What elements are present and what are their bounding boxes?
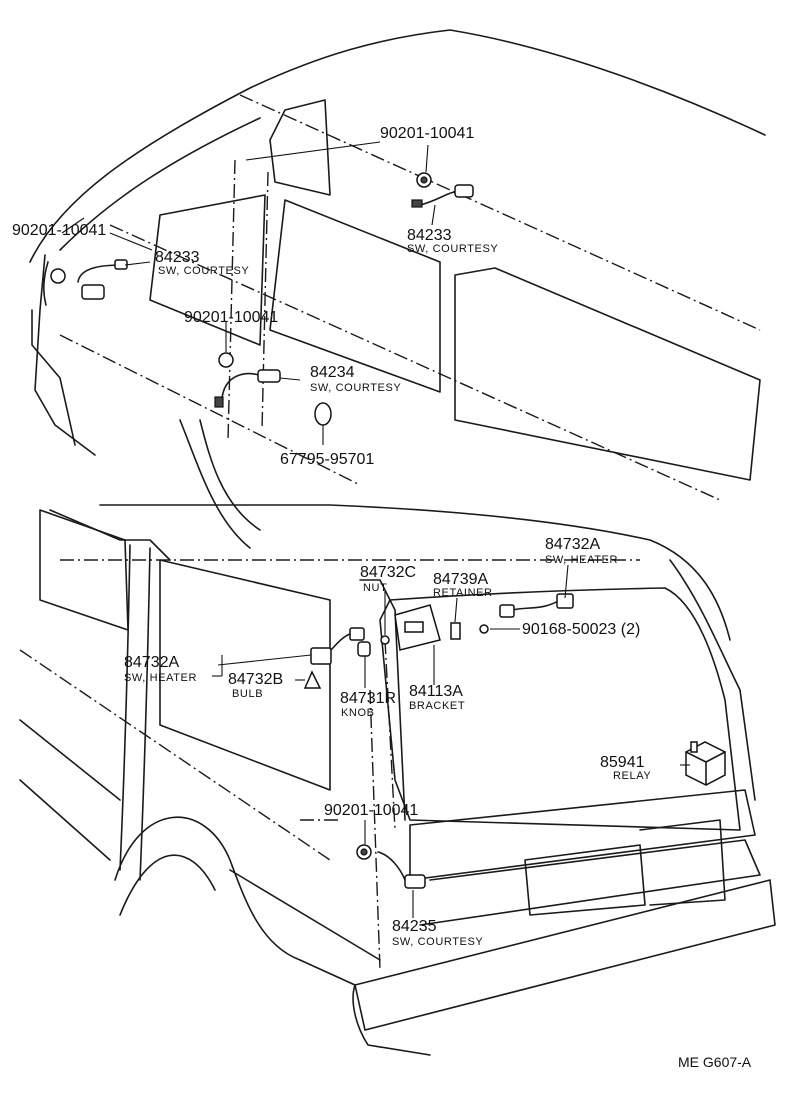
part-number: 90201-10041 bbox=[324, 802, 418, 819]
part-number: 67795-95701 bbox=[280, 451, 374, 468]
part-number: 84113A bbox=[409, 683, 463, 700]
part-name: SW, COURTESY bbox=[158, 265, 249, 277]
part-name: BRACKET bbox=[409, 700, 465, 712]
van-body-outline bbox=[19, 29, 776, 1056]
part-name: BULB bbox=[232, 688, 263, 700]
part-number: 90201-10041 bbox=[380, 125, 474, 142]
callout-90201-upper-right: 90201-10041 bbox=[380, 125, 474, 142]
callout-84732C: 84732C NUT bbox=[360, 564, 416, 594]
callout-84234: 84234 SW, COURTESY bbox=[310, 364, 401, 394]
callout-84731R: 84731R KNOB bbox=[340, 690, 396, 719]
callout-85941: 85941 RELAY bbox=[600, 754, 651, 782]
callout-90201-lower: 90201-10041 bbox=[324, 802, 418, 819]
part-number: 84732C bbox=[360, 564, 416, 581]
knob-nut-bracket bbox=[357, 604, 489, 657]
part-number: 84732A bbox=[545, 536, 600, 553]
courtesy-switch-center bbox=[214, 352, 281, 408]
callout-90201-front-left: 90201-10041 bbox=[12, 222, 106, 239]
diagram-code: ME G607-A bbox=[678, 1054, 752, 1070]
part-name: KNOB bbox=[341, 707, 375, 719]
part-number: 84732B bbox=[228, 671, 283, 688]
part-number: 84233 bbox=[407, 227, 452, 244]
part-name: RETAINER bbox=[433, 587, 493, 599]
part-number: 85941 bbox=[600, 754, 645, 771]
part-number: 84739A bbox=[433, 571, 488, 588]
part-number: 84233 bbox=[155, 249, 200, 266]
part-name: NUT bbox=[363, 582, 387, 594]
callout-90168: 90168-50023 (2) bbox=[522, 621, 640, 638]
part-number: 90168-50023 (2) bbox=[522, 621, 640, 638]
heater-switch-right bbox=[499, 593, 574, 618]
heater-switch-left bbox=[303, 627, 365, 689]
part-number: 84234 bbox=[310, 364, 355, 381]
courtesy-switch-front-left bbox=[50, 259, 128, 300]
part-number: 84731R bbox=[340, 690, 396, 707]
leader-lines bbox=[61, 141, 690, 918]
callout-67795: 67795-95701 bbox=[280, 451, 374, 468]
callout-84732B: 84732B BULB bbox=[228, 671, 283, 700]
callout-84113A: 84113A BRACKET bbox=[409, 683, 465, 712]
part-name: SW, COURTESY bbox=[392, 936, 483, 948]
part-grommet-upper-right bbox=[416, 172, 432, 188]
courtesy-switch-lower bbox=[356, 844, 426, 889]
callout-84235: 84235 SW, COURTESY bbox=[392, 918, 483, 948]
callout-90201-center: 90201-10041 bbox=[184, 309, 278, 326]
part-number: 84732A bbox=[124, 654, 179, 671]
relay-85941 bbox=[685, 741, 726, 786]
plug-67795 bbox=[314, 402, 332, 426]
part-number: 90201-10041 bbox=[12, 222, 106, 239]
callout-84233-upper-right: 84233 SW, COURTESY bbox=[407, 227, 498, 255]
callout-84732A-right: 84732A SW, HEATER bbox=[545, 536, 618, 566]
part-name: SW, HEATER bbox=[124, 672, 197, 684]
part-name: SW, COURTESY bbox=[407, 243, 498, 255]
part-number: 84235 bbox=[392, 918, 437, 935]
callout-84732A-left: 84732A SW, HEATER bbox=[124, 654, 197, 684]
part-name: SW, COURTESY bbox=[310, 382, 401, 394]
courtesy-switch-upper-right bbox=[411, 184, 474, 208]
part-name: RELAY bbox=[613, 770, 651, 782]
callout-84739A: 84739A RETAINER bbox=[433, 571, 493, 599]
callout-84233-front-left: 84233 SW, COURTESY bbox=[155, 249, 249, 277]
part-name: SW, HEATER bbox=[545, 554, 618, 566]
part-number: 90201-10041 bbox=[184, 309, 278, 326]
